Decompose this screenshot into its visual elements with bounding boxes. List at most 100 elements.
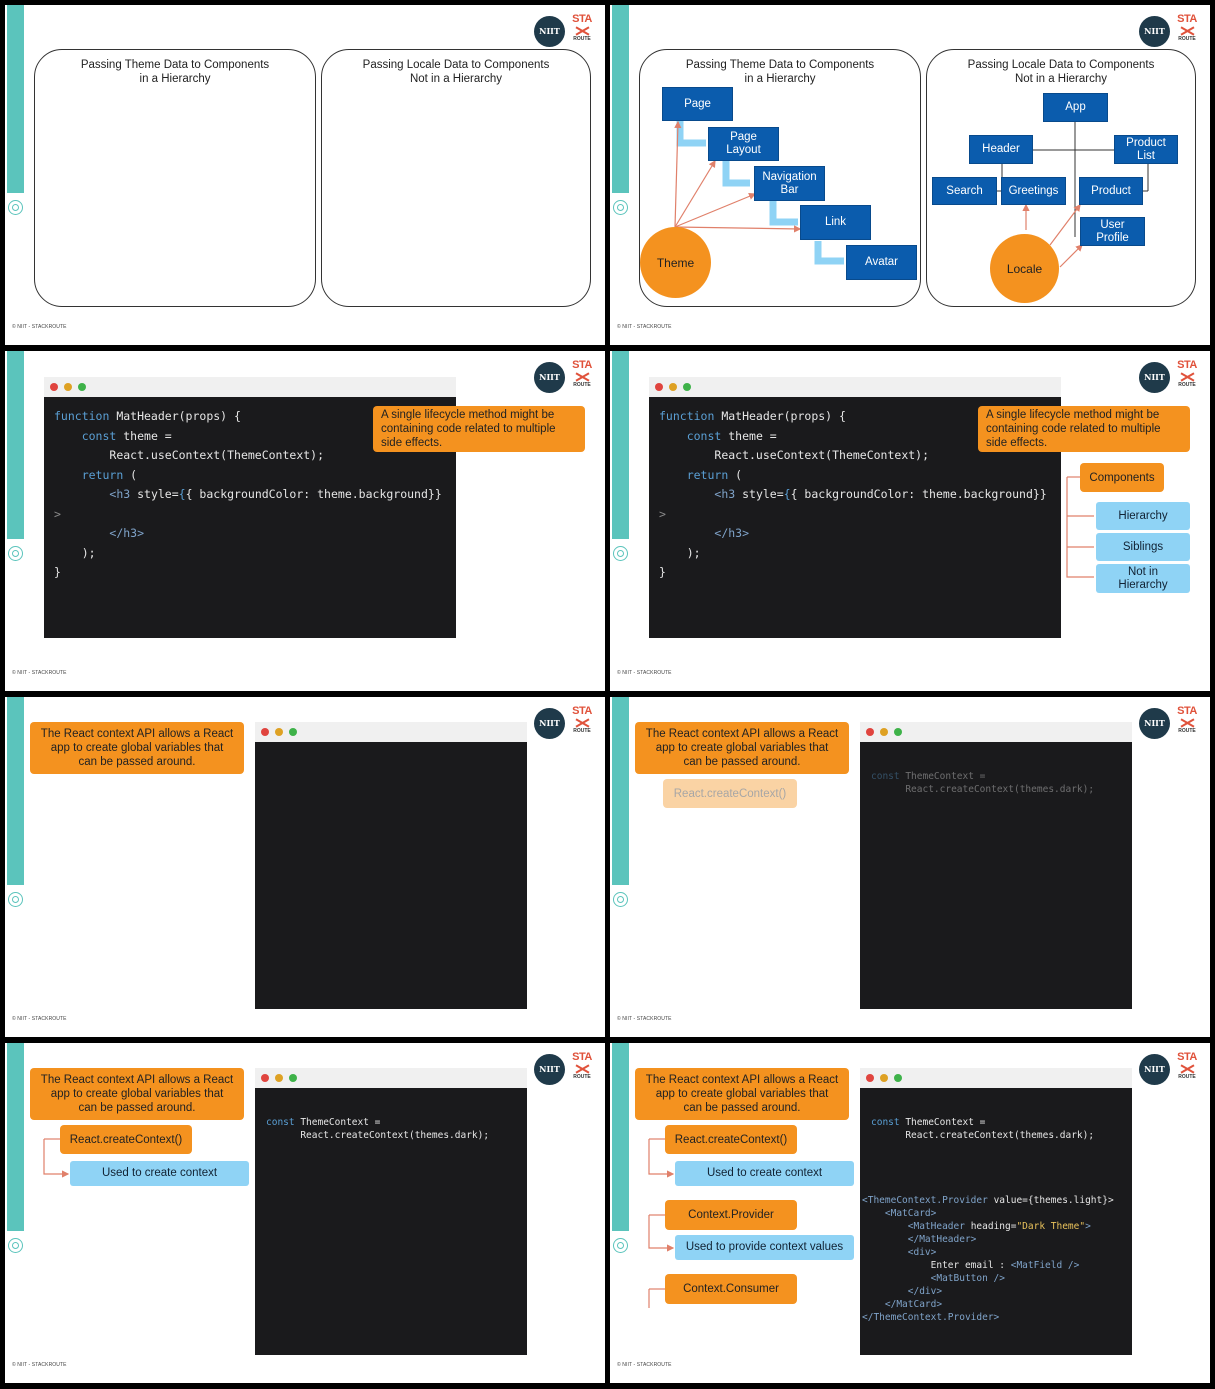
- teal-accent-bar: [7, 1043, 24, 1231]
- maximize-dot-icon: [289, 1074, 297, 1082]
- connector-lines: [43, 1138, 70, 1178]
- niit-logo: NIIT: [534, 708, 565, 739]
- window-title-bar: [860, 1068, 1132, 1088]
- product-node: Product: [1079, 177, 1143, 205]
- minimize-dot-icon: [669, 383, 677, 391]
- circle-icon: [8, 1238, 23, 1253]
- footer-copyright: © NIIT - STACKROUTE: [617, 1362, 672, 1368]
- hierarchy-box: Hierarchy: [1096, 502, 1190, 530]
- window-title-bar: [44, 377, 456, 397]
- niit-logo: NIIT: [1139, 362, 1170, 393]
- window-title-bar: [860, 722, 1132, 742]
- page-node: Page: [662, 87, 733, 121]
- maximize-dot-icon: [289, 728, 297, 736]
- components-box: Components: [1080, 463, 1164, 492]
- link-node: Link: [800, 205, 871, 240]
- create-context-box: React.createContext(): [663, 779, 797, 808]
- code-block: const ThemeContext = React.createContext…: [871, 771, 1095, 795]
- locale-circle: Locale: [990, 234, 1059, 303]
- close-dot-icon: [261, 1074, 269, 1082]
- code-window: const ThemeContext = React.createContext…: [860, 722, 1132, 1009]
- niit-logo: NIIT: [1139, 16, 1170, 47]
- footer-copyright: © NIIT - STACKROUTE: [12, 670, 67, 676]
- teal-accent-bar: [612, 697, 629, 885]
- niit-logo: NIIT: [534, 1054, 565, 1085]
- close-dot-icon: [261, 728, 269, 736]
- circle-icon: [613, 892, 628, 907]
- teal-accent-bar: [612, 5, 629, 193]
- window-title-bar: [255, 1068, 527, 1088]
- teal-accent-bar: [7, 351, 24, 539]
- provider-code-block: <ThemeContext.Provider value={themes.lig…: [862, 1195, 1114, 1323]
- used-to-create-context-box: Used to create context: [675, 1161, 854, 1186]
- code-window: const ThemeContext = React.createContext…: [860, 1068, 1132, 1355]
- niit-logo: NIIT: [534, 16, 565, 47]
- minimize-dot-icon: [880, 1074, 888, 1082]
- circle-icon: [613, 200, 628, 215]
- minimize-dot-icon: [64, 383, 72, 391]
- footer-copyright: © NIIT - STACKROUTE: [12, 324, 67, 330]
- niit-logo: NIIT: [1139, 1054, 1170, 1085]
- create-context-box: React.createContext(): [60, 1125, 192, 1154]
- teal-accent-bar: [7, 5, 24, 193]
- connector-lines: [1066, 476, 1094, 578]
- close-dot-icon: [655, 383, 663, 391]
- maximize-dot-icon: [894, 1074, 902, 1082]
- window-title-bar: [255, 722, 527, 742]
- app-node: App: [1043, 93, 1108, 122]
- code-window: [255, 722, 527, 1009]
- used-to-create-context-box: Used to create context: [70, 1161, 249, 1186]
- context-consumer-box: Context.Consumer: [665, 1274, 797, 1304]
- footer-copyright: © NIIT - STACKROUTE: [12, 1016, 67, 1022]
- niit-logo: NIIT: [534, 362, 565, 393]
- circle-icon: [8, 546, 23, 561]
- code-window: const ThemeContext = React.createContext…: [255, 1068, 527, 1355]
- code-block: function MatHeader(props) { const theme …: [54, 409, 442, 579]
- circle-icon: [8, 892, 23, 907]
- close-dot-icon: [866, 728, 874, 736]
- code-block: function MatHeader(props) { const theme …: [659, 409, 1047, 579]
- maximize-dot-icon: [894, 728, 902, 736]
- greetings-node: Greetings: [1001, 177, 1066, 205]
- code-block: const ThemeContext = React.createContext…: [266, 1117, 490, 1141]
- footer-copyright: © NIIT - STACKROUTE: [617, 1016, 672, 1022]
- siblings-box: Siblings: [1096, 533, 1190, 561]
- theme-circle: Theme: [640, 227, 711, 298]
- header-node: Header: [969, 135, 1033, 164]
- create-context-box: React.createContext(): [665, 1125, 797, 1154]
- maximize-dot-icon: [78, 383, 86, 391]
- minimize-dot-icon: [880, 728, 888, 736]
- code-window: function MatHeader(props) { const theme …: [649, 377, 1061, 638]
- footer-copyright: © NIIT - STACKROUTE: [12, 1362, 67, 1368]
- teal-accent-bar: [7, 697, 24, 885]
- avatar-node: Avatar: [846, 245, 917, 280]
